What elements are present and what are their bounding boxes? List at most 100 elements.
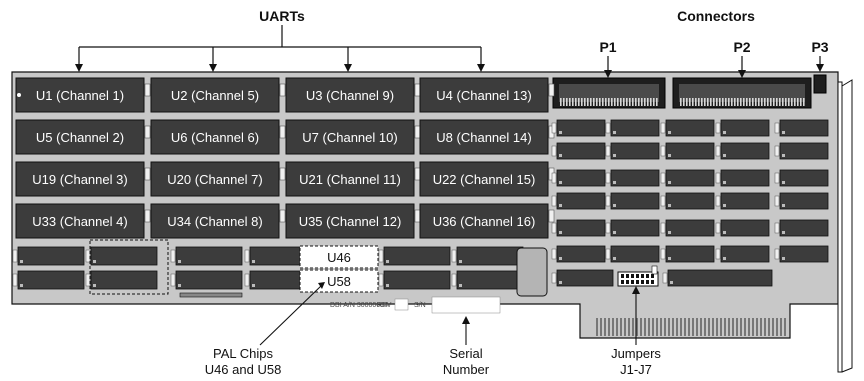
edge-finger	[748, 318, 750, 336]
bypass-capacitor	[244, 273, 250, 287]
edge-finger	[664, 318, 666, 336]
pin1-marker	[782, 154, 785, 157]
bypass-capacitor	[551, 272, 557, 284]
connector-pin	[638, 98, 640, 106]
bypass-capacitor	[774, 222, 780, 234]
logic-chip	[715, 245, 770, 263]
uart-chip-array: U1 (Channel 1)U2 (Channel 5)U3 (Channel …	[15, 77, 555, 239]
edge-finger	[752, 318, 754, 336]
edge-finger	[768, 318, 770, 336]
bypass-capacitor	[378, 273, 384, 287]
logic-chip	[605, 142, 660, 160]
bypass-capacitor	[279, 83, 286, 97]
uart-chip: U19 (Channel 3)	[15, 161, 145, 197]
logic-chip	[551, 192, 606, 210]
connector-pin	[761, 98, 763, 106]
uart-chip: U35 (Channel 12)	[285, 203, 415, 239]
edge-finger	[708, 318, 710, 336]
uart-chip-label: U3 (Channel 9)	[306, 88, 394, 103]
jumper-pin	[636, 274, 639, 278]
bypass-capacitor	[605, 195, 611, 207]
edge-finger	[744, 318, 746, 336]
connector-pin	[731, 98, 733, 106]
uart-chip-label: U4 (Channel 13)	[436, 88, 531, 103]
connector-pin	[587, 98, 589, 106]
bypass-capacitor	[660, 122, 666, 134]
uarts-arrowheads	[75, 64, 485, 72]
edge-finger	[680, 318, 682, 336]
connector-pin	[620, 98, 622, 106]
pin1-marker	[613, 204, 616, 207]
connector-pin	[590, 98, 592, 106]
bypass-capacitor	[144, 167, 151, 181]
connector-pin	[578, 98, 580, 106]
connector-pin	[686, 98, 688, 106]
connector-pin	[695, 98, 697, 106]
logic-chip	[715, 142, 770, 160]
pin1-marker	[668, 131, 671, 134]
logic-chip	[660, 192, 715, 210]
jumpers-callout-line1: Jumpers	[611, 346, 661, 361]
edge-finger	[684, 318, 686, 336]
logic-chip	[12, 246, 85, 266]
pin1-marker	[459, 284, 462, 287]
edge-finger	[712, 318, 714, 336]
uart-chip-label: U1 (Channel 1)	[36, 88, 124, 103]
bypass-capacitor	[279, 125, 286, 139]
pin1-marker	[93, 284, 96, 287]
connector-pin	[779, 98, 781, 106]
logic-chip	[605, 219, 660, 237]
edge-finger	[724, 318, 726, 336]
edge-finger	[612, 318, 614, 336]
uart-chip: U5 (Channel 2)	[15, 119, 145, 155]
logic-chip	[660, 219, 715, 237]
pin1-marker	[559, 131, 562, 134]
logic-chip	[660, 142, 715, 160]
connector-pin	[614, 98, 616, 106]
board-part-number: DBI A/N 30000604	[330, 302, 388, 309]
logic-chip	[774, 142, 829, 160]
small-strip	[179, 292, 243, 298]
connector-pin	[641, 98, 643, 106]
pin1-marker	[723, 131, 726, 134]
edge-finger	[692, 318, 694, 336]
edge-finger	[640, 318, 642, 336]
uart-chip-label: U35 (Channel 12)	[299, 214, 402, 229]
pin1-marker	[782, 204, 785, 207]
uart-chip: U34 (Channel 8)	[150, 203, 280, 239]
connector-pin	[770, 98, 772, 106]
edge-finger	[700, 318, 702, 336]
logic-chip	[605, 169, 660, 187]
pin1-marker	[386, 260, 389, 263]
serial-callout-line2: Number	[443, 362, 490, 377]
logic-chip	[170, 246, 243, 266]
uart-chip-label: U5 (Channel 2)	[36, 130, 124, 145]
pin1-marker	[178, 284, 181, 287]
pin1-marker	[93, 260, 96, 263]
uarts-label: UARTs	[259, 8, 305, 24]
connector-pin	[611, 98, 613, 106]
uarts-bracket	[78, 25, 482, 69]
pin1-marker	[723, 257, 726, 260]
uart-chip-label: U22 (Channel 15)	[433, 172, 536, 187]
edge-finger	[656, 318, 658, 336]
bypass-capacitor	[774, 248, 780, 260]
logic-chip	[715, 219, 770, 237]
edge-finger	[760, 318, 762, 336]
pal-callout-line1: PAL Chips	[213, 346, 273, 361]
edge-finger	[720, 318, 722, 336]
pin1-marker	[723, 231, 726, 234]
connector-pin	[707, 98, 709, 106]
edge-finger	[784, 318, 786, 336]
edge-finger	[660, 318, 662, 336]
jumper-pin	[621, 280, 624, 284]
connector-pin	[563, 98, 565, 106]
bypass-capacitor	[715, 122, 721, 134]
connector-pin	[773, 98, 775, 106]
jumper-pin	[636, 280, 639, 284]
pin1-marker	[723, 154, 726, 157]
edge-finger	[624, 318, 626, 336]
bypass-capacitor	[774, 172, 780, 184]
connector-pin	[800, 98, 802, 106]
pin1-marker	[782, 131, 785, 134]
